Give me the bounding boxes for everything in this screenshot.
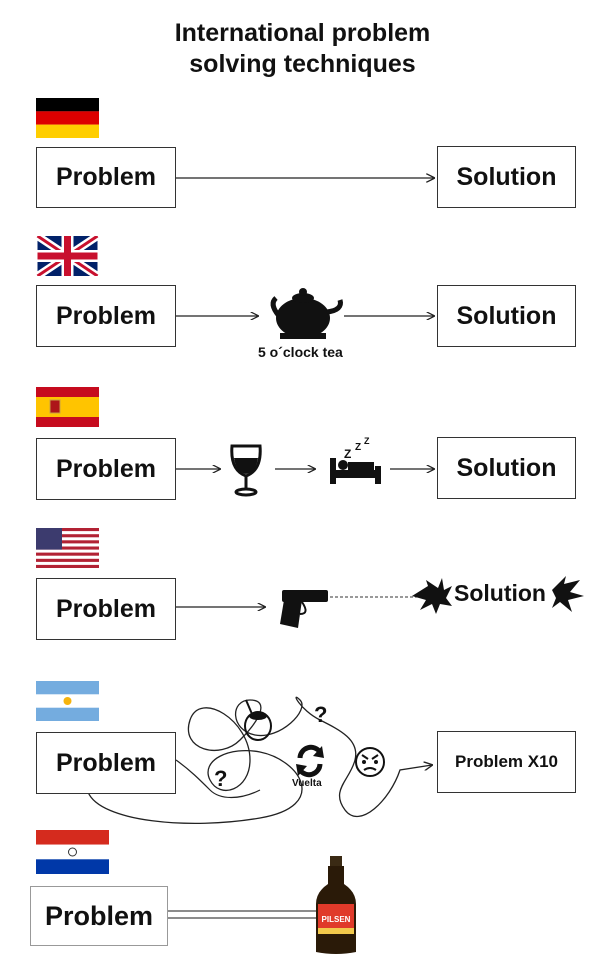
problem-box-spain: Problem xyxy=(36,438,176,500)
title-line-1: International problem xyxy=(174,19,431,47)
solution-box-germany: Solution xyxy=(437,146,576,208)
explosion-icon xyxy=(412,576,584,614)
problem-label: Problem xyxy=(55,748,157,777)
usa-flag xyxy=(36,528,99,568)
uk-flag xyxy=(36,236,99,276)
problem-box-paraguay: Problem xyxy=(30,886,168,946)
problem-label: Problem xyxy=(44,900,154,931)
bed-sleep-icon: Z Z Z xyxy=(330,436,381,484)
solution-box-uk: Solution xyxy=(437,285,576,347)
solution-box-spain: Solution xyxy=(437,437,576,499)
gun-icon xyxy=(280,590,328,628)
svg-text:Z: Z xyxy=(355,442,361,453)
problem-label: Problem xyxy=(55,301,157,330)
problem-label: Problem xyxy=(55,163,157,191)
angry-face-icon xyxy=(355,747,385,777)
problem-box-uk: Problem xyxy=(36,285,176,347)
problem-label: Problem xyxy=(55,594,157,623)
problem-x10-box: Problem X10 xyxy=(437,731,576,793)
title-line-2: solving techniques xyxy=(189,50,416,78)
question-mark-1: ? xyxy=(214,766,228,791)
page-title: International problem solving techniques xyxy=(0,18,605,80)
argentina-flag xyxy=(36,681,99,721)
problem-label: Problem xyxy=(55,454,157,483)
squiggle-path xyxy=(87,696,432,824)
vuelta-caption: Vuelta xyxy=(292,778,322,789)
wine-glass-icon xyxy=(230,444,262,497)
tea-caption: 5 o´clock tea xyxy=(258,344,343,360)
problem-x10-label: Problem X10 xyxy=(455,752,558,771)
cycle-arrows-icon xyxy=(296,744,324,778)
problem-box-argentina: Problem xyxy=(36,732,176,794)
beer-bottle-icon: PILSEN xyxy=(316,856,356,954)
solution-label: Solution xyxy=(456,301,557,330)
germany-flag xyxy=(36,98,99,138)
beer-label: PILSEN xyxy=(322,915,351,924)
paraguay-flag xyxy=(36,830,109,874)
mate-icon xyxy=(244,699,272,741)
svg-text:Z: Z xyxy=(364,436,370,446)
problem-box-usa: Problem xyxy=(36,578,176,640)
problem-box-germany: Problem xyxy=(36,147,176,208)
solution-label: Solution xyxy=(456,453,557,482)
usa-solution-text: Solution xyxy=(454,580,546,606)
solution-label: Solution xyxy=(456,162,557,191)
svg-text:Z: Z xyxy=(344,447,351,461)
spain-flag xyxy=(36,387,99,427)
question-mark-2: ? xyxy=(314,702,328,727)
squiggle-path-2 xyxy=(175,759,261,799)
teapot-icon xyxy=(270,288,343,339)
